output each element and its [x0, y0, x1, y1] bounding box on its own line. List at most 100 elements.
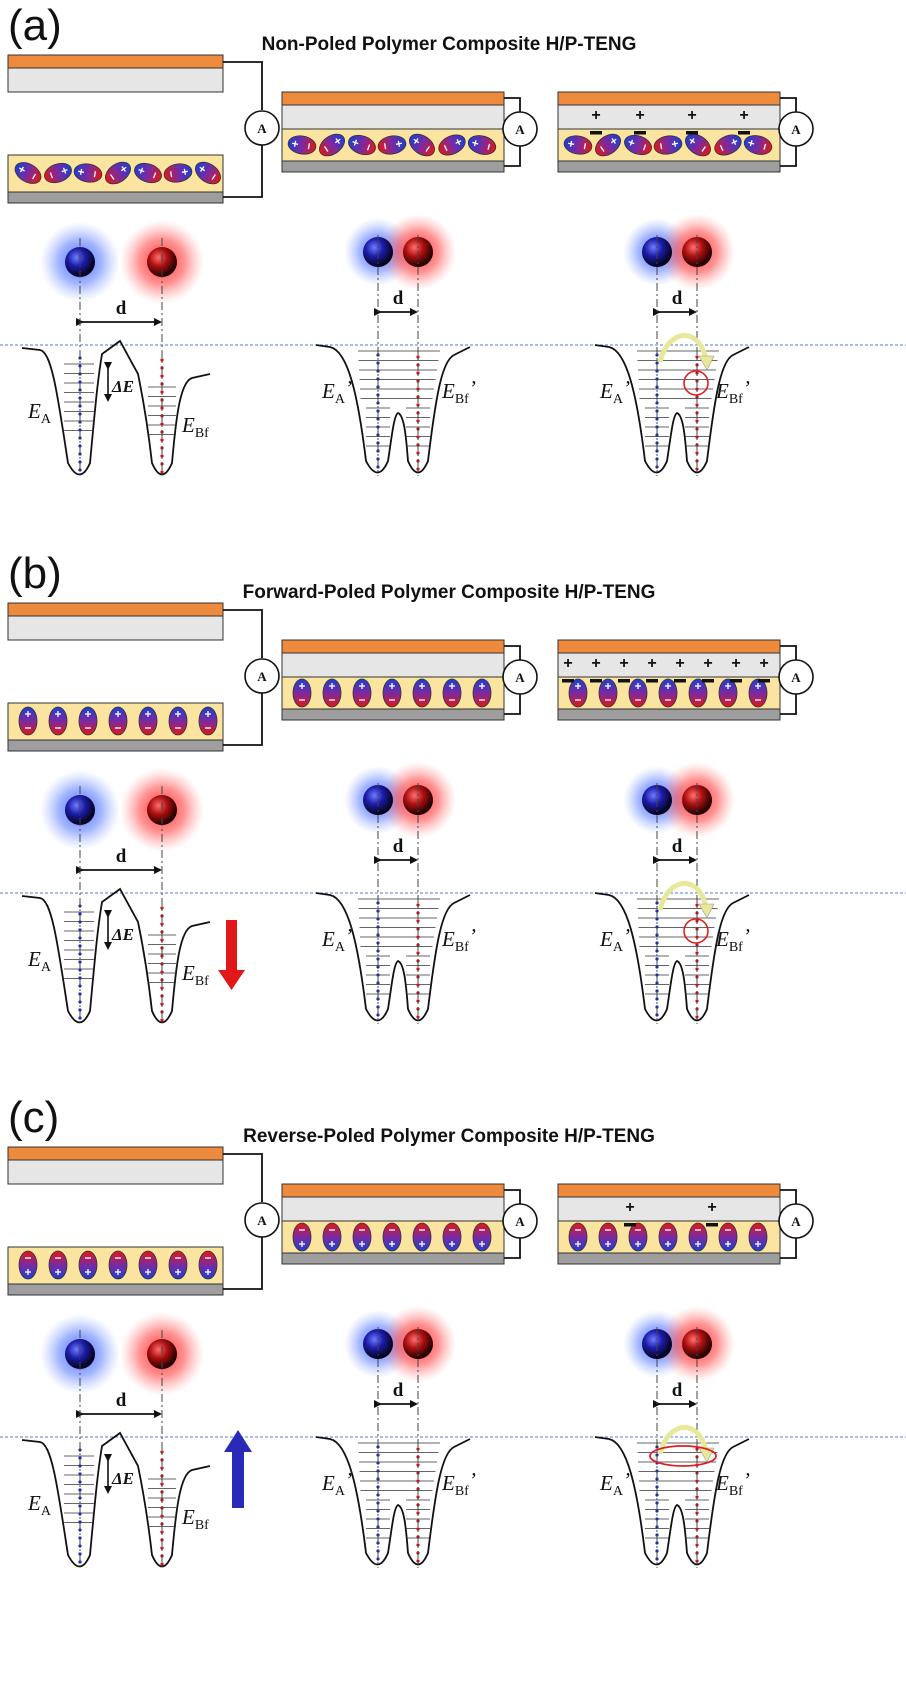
atom-pair	[623, 762, 735, 838]
ammeter-circle	[244, 110, 280, 146]
dipole	[467, 135, 497, 155]
positive-charge: +	[731, 655, 740, 672]
dipole	[195, 161, 221, 185]
dipole	[348, 134, 376, 156]
electron-dot	[695, 919, 699, 923]
device-charged: A++++++++	[557, 639, 814, 721]
wire	[780, 146, 797, 167]
dipole	[568, 678, 588, 708]
electron-dot	[695, 1511, 699, 1515]
positive-charge: +	[563, 655, 572, 672]
panel-title: Forward-Poled Polymer Composite H/P-TENG	[243, 582, 656, 603]
electron-dot	[160, 454, 164, 458]
well-outline	[21, 1431, 211, 1568]
fermi-shift-arrow	[226, 920, 237, 972]
dipole	[78, 706, 98, 736]
positive-charge: +	[647, 655, 656, 672]
electron-dot	[416, 1479, 420, 1483]
negative-charge	[590, 679, 602, 683]
dipole	[287, 135, 317, 155]
atom-pair	[623, 1306, 735, 1382]
wire	[504, 1189, 521, 1204]
electron-dot	[160, 1546, 164, 1550]
ammeter-label: A	[791, 670, 801, 685]
dipole	[108, 706, 128, 736]
ammeter: A	[502, 1203, 538, 1239]
electron-dot	[160, 1562, 164, 1566]
electron-dot	[416, 1447, 420, 1451]
bottom-electrode	[7, 191, 224, 204]
negative-charge	[686, 131, 698, 135]
electron-dot	[416, 1543, 420, 1547]
distance-dimension: d	[374, 1380, 418, 1408]
ammeter-circle	[778, 111, 814, 147]
top-electrode	[7, 54, 224, 69]
electron-dot	[160, 970, 164, 974]
potential-wells	[315, 1327, 471, 1568]
dielectric-layer	[281, 652, 505, 678]
electron-dot	[160, 1514, 164, 1518]
distance-label: d	[672, 1380, 683, 1401]
energy-label: EBf’	[715, 376, 750, 407]
transfer-arrow-head	[698, 1447, 715, 1463]
atom-pair	[623, 214, 735, 290]
electron-dot	[695, 903, 699, 907]
dipole	[718, 678, 738, 708]
electron-dot	[160, 422, 164, 426]
fermi-shift-arrow	[232, 1450, 244, 1508]
dipole	[198, 706, 218, 736]
electron-dot	[695, 967, 699, 971]
electron-dot	[160, 1482, 164, 1486]
dipole	[472, 678, 492, 708]
dipole	[412, 678, 432, 708]
energy-label: EBf’	[715, 1468, 750, 1499]
ammeter: A	[244, 658, 280, 694]
negative-charge	[674, 679, 686, 683]
dipole	[73, 163, 103, 183]
energy-label: EBf’	[441, 1468, 476, 1499]
well-outline	[594, 1436, 750, 1566]
distance-dimension: d	[374, 288, 418, 316]
energy-label: EBf’	[715, 924, 750, 955]
panel-a: (a)Non-Poled Polymer Composite H/P-TENGA…	[0, 1, 906, 478]
wire	[780, 1238, 797, 1259]
bottom-electrode	[557, 708, 781, 721]
electron-dot	[160, 1018, 164, 1022]
fermi-shift-arrow-head	[218, 970, 245, 990]
transfer-arrow	[657, 333, 709, 363]
negative-charge	[758, 679, 770, 683]
wire	[223, 693, 263, 746]
dielectric-layer	[281, 1196, 505, 1222]
energy-scene-transfer: dEA’EBf’	[594, 762, 750, 1024]
dipole	[319, 133, 345, 157]
negative-charge	[624, 1223, 636, 1227]
dipole	[628, 678, 648, 708]
well-outline	[315, 892, 471, 1022]
dipole	[352, 678, 372, 708]
dipole	[78, 1250, 98, 1280]
electron-dot	[160, 438, 164, 442]
distance-label: d	[393, 1380, 404, 1401]
negative-charge	[562, 679, 574, 683]
wire	[504, 1238, 521, 1259]
electron-dot	[416, 1511, 420, 1515]
distance-label: d	[116, 298, 127, 319]
bottom-electrode	[557, 160, 781, 173]
atom-pair	[40, 220, 204, 304]
ammeter: A	[778, 111, 814, 147]
electron-dot	[695, 1479, 699, 1483]
electron-dot	[160, 1498, 164, 1502]
atom-pair	[344, 214, 456, 290]
electron-dot	[695, 999, 699, 1003]
positive-charge: +	[625, 1199, 634, 1216]
energy-label: EA	[27, 1491, 52, 1519]
energy-label: EBf	[181, 413, 209, 441]
well-outline	[315, 1436, 471, 1566]
energy-scene-transfer: dEA’EBf’	[594, 214, 750, 476]
electron-dot	[416, 467, 420, 471]
electron-dot	[160, 470, 164, 474]
electron-dot	[160, 358, 164, 362]
dipole	[322, 1222, 342, 1252]
atom-pair	[40, 768, 204, 852]
